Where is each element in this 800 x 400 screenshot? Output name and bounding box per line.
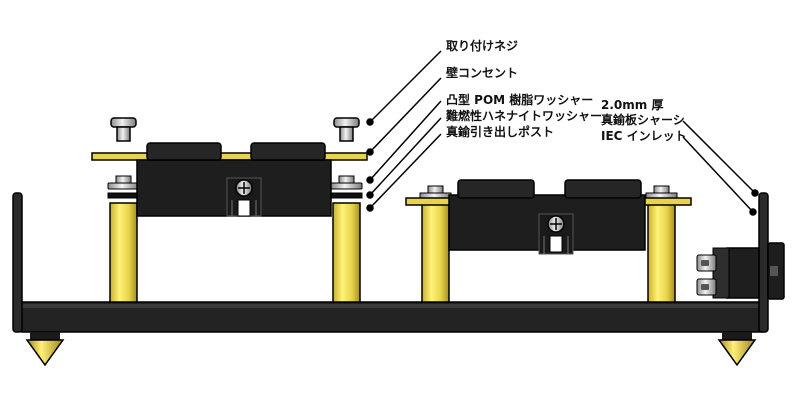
label-chassis-material: 真鍮板シャーシ xyxy=(601,112,685,127)
brass-post-3 xyxy=(421,202,450,303)
mounting-screw-2-icon xyxy=(333,117,360,142)
label-outlet: 壁コンセント xyxy=(446,65,518,80)
label-pom-washer: 凸型 POM 樹脂ワッシャー xyxy=(446,92,593,107)
brass-post-1 xyxy=(109,202,138,303)
label-chassis-thickness: 2.0mm 厚 xyxy=(601,98,663,112)
washer-stack-left-2 xyxy=(330,175,363,199)
chassis-right-flange xyxy=(758,192,769,333)
label-flame-washer: 難燃性ハネナイトワッシャー xyxy=(446,108,602,123)
washer-stack-left-1 xyxy=(107,175,140,199)
brass-post-2 xyxy=(332,202,361,303)
brass-post-4 xyxy=(647,202,676,303)
label-brass-post: 真鍮引き出しポスト xyxy=(446,124,554,139)
leader-lines xyxy=(366,50,759,216)
label-iec-inlet: IEC インレット xyxy=(601,129,687,143)
wall-outlet-right xyxy=(405,179,692,255)
foot-right xyxy=(717,332,757,367)
label-screw: 取り付けネジ xyxy=(446,38,518,53)
foot-left xyxy=(25,332,65,367)
chassis-base xyxy=(12,192,769,333)
iec-inlet xyxy=(696,242,785,300)
chassis-left-flange xyxy=(12,192,23,333)
mounting-screw-1-icon xyxy=(110,117,137,142)
wall-outlet-left xyxy=(91,142,368,217)
